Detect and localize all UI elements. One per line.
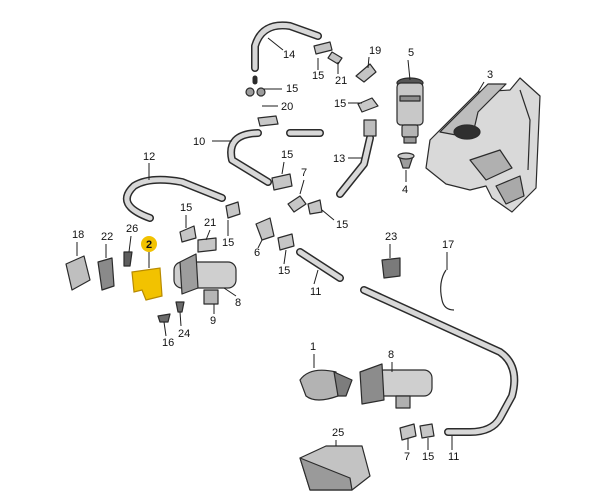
cover-25 — [299, 445, 371, 491]
callout-label: 2 — [146, 239, 152, 251]
leader-line-8 — [223, 287, 237, 297]
pump-grommet — [397, 152, 415, 169]
callout-label: 9 — [210, 315, 216, 327]
leader-line-15 — [321, 209, 335, 221]
callout-label: 7 — [404, 451, 410, 463]
callout-label: 15 — [281, 149, 293, 161]
callout-label: 20 — [281, 101, 293, 113]
callout-highlight-badge — [141, 236, 157, 252]
screws — [157, 301, 185, 323]
pump-assembly-left — [173, 253, 237, 305]
callout-label: 3 — [487, 69, 493, 81]
nozzle-lower — [299, 369, 353, 401]
callout-label: 14 — [283, 49, 295, 61]
leader-line-3 — [477, 81, 485, 93]
leader-line-11 — [313, 269, 319, 285]
leader-line-16 — [163, 321, 167, 337]
callout-label: 13 — [333, 153, 345, 165]
leader-line-15 — [283, 249, 287, 265]
callout-label: 8 — [235, 297, 241, 309]
callout-label: 15 — [312, 70, 324, 82]
leader-line-24 — [179, 311, 182, 327]
leader-line-14 — [267, 37, 284, 51]
callout-label: 15 — [422, 451, 434, 463]
leader-lines — [76, 37, 485, 450]
callout-label: 15 — [278, 265, 290, 277]
callout-label: 19 — [369, 45, 381, 57]
callout-label: 17 — [442, 239, 454, 251]
nozzle-parts-left — [65, 251, 133, 291]
callout-label: 15 — [180, 202, 192, 214]
callout-label: 15 — [334, 98, 346, 110]
callout-label: 21 — [335, 75, 347, 87]
callout-label: 26 — [126, 223, 138, 235]
washer-pump — [396, 77, 424, 144]
fittings-right — [381, 257, 455, 311]
leader-line-6 — [257, 239, 263, 249]
leader-line-7 — [299, 179, 305, 195]
callout-label: 1 — [310, 341, 316, 353]
callout-label: 16 — [162, 337, 174, 349]
callout-label: 23 — [385, 231, 397, 243]
washer-fluid-reservoir — [425, 77, 541, 213]
callout-label: 10 — [193, 136, 205, 148]
leader-line-21 — [205, 229, 211, 241]
callout-label: 4 — [402, 184, 408, 196]
leader-line-5 — [407, 59, 411, 81]
callout-label: 25 — [332, 427, 344, 439]
callout-label: 12 — [143, 151, 155, 163]
callout-label: 15 — [286, 83, 298, 95]
callout-label: 7 — [301, 167, 307, 179]
callout-label: 15 — [336, 219, 348, 231]
callout-label: 5 — [408, 47, 414, 59]
callout-label: 22 — [101, 231, 113, 243]
highlighted-part-2 — [131, 267, 163, 301]
callout-label: 11 — [310, 286, 321, 298]
callout-label: 8 — [388, 349, 394, 361]
callout-label: 18 — [72, 229, 84, 241]
callout-label: 24 — [178, 328, 190, 340]
callout-label: 21 — [204, 217, 216, 229]
leader-line-19 — [367, 56, 370, 69]
callout-label: 11 — [448, 451, 459, 463]
connectors — [179, 41, 435, 441]
leader-line-26 — [128, 235, 132, 253]
callout-label: 6 — [254, 247, 260, 259]
callout-label: 15 — [222, 237, 234, 249]
pump-assembly-lower — [359, 363, 433, 409]
hoses — [122, 21, 519, 436]
leader-line-15 — [281, 161, 285, 175]
